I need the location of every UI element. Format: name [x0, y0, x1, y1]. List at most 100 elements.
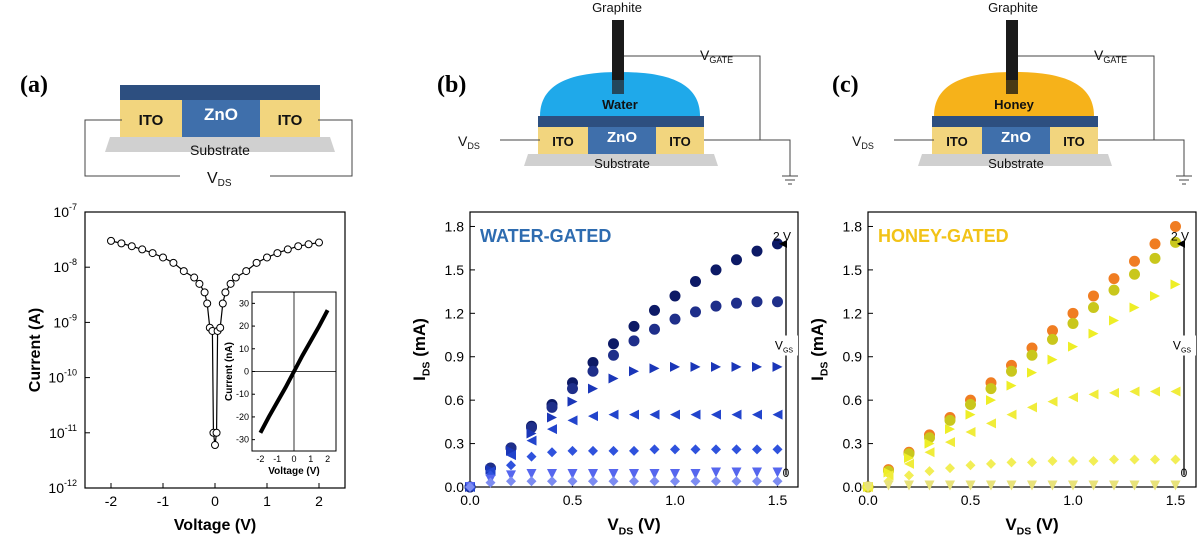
data-point	[1027, 457, 1037, 468]
data-point	[945, 480, 955, 491]
chart-title: HONEY-GATED	[878, 226, 1009, 246]
data-point	[904, 453, 914, 464]
data-point	[506, 450, 516, 461]
data-point	[1109, 387, 1119, 398]
x-tick-label: 0.5	[961, 492, 981, 508]
data-point	[710, 264, 722, 276]
data-point	[711, 409, 721, 420]
zno-label: ZnO	[607, 129, 637, 146]
ground-icon	[1176, 175, 1192, 185]
data-point	[731, 444, 742, 455]
ito-left-electrode	[932, 127, 982, 154]
y-tick-label: 10-9	[53, 312, 77, 330]
data-point	[986, 458, 996, 469]
data-point	[1129, 454, 1140, 465]
y-tick-label: 1.5	[445, 262, 465, 278]
series-1	[862, 236, 1181, 493]
series-1	[464, 296, 783, 493]
data-point	[1149, 238, 1161, 250]
y-tick-label: 1.2	[843, 305, 863, 321]
data-point	[1088, 455, 1099, 466]
data-point	[710, 300, 722, 312]
data-point	[567, 396, 578, 407]
data-point	[1170, 480, 1181, 491]
x-tick-label: 1.0	[665, 492, 685, 508]
data-point	[772, 409, 783, 420]
inset-x-tick-label: 2	[325, 454, 330, 464]
inset-y-tick-label: -10	[236, 389, 249, 399]
inset-y-axis-label: Current (nA)	[224, 342, 235, 401]
data-point	[1006, 365, 1017, 377]
data-point	[690, 468, 701, 479]
data-point	[588, 445, 598, 456]
inset-x-tick-label: -2	[256, 454, 264, 464]
data-point	[567, 415, 578, 426]
y-tick-label: 10-8	[53, 257, 77, 275]
data-point	[772, 476, 783, 487]
ito-right-electrode	[1050, 127, 1098, 154]
inset-x-tick-label: -1	[273, 454, 281, 464]
data-point	[985, 383, 997, 395]
data-point	[670, 468, 680, 479]
data-point	[690, 275, 701, 287]
x-tick-label: 1	[263, 493, 271, 509]
data-point	[588, 468, 598, 479]
data-point	[1170, 386, 1181, 397]
graphite-electrode	[1006, 20, 1018, 94]
y-axis-label: IDS (mA)	[808, 318, 830, 381]
data-point	[567, 476, 578, 487]
data-point	[1129, 268, 1140, 280]
ito-right-label: ITO	[278, 112, 303, 129]
data-point	[304, 240, 313, 249]
x-axis-label: VDS (V)	[607, 515, 660, 537]
data-point	[924, 447, 935, 458]
data-point	[148, 249, 157, 258]
zno-channel	[182, 100, 260, 137]
data-point	[1067, 317, 1079, 329]
data-point	[1088, 328, 1099, 339]
data-point	[1027, 367, 1037, 378]
inset-y-tick-label: -30	[236, 435, 249, 445]
data-point	[690, 476, 701, 487]
data-point	[1108, 273, 1120, 285]
data-point	[731, 297, 742, 309]
data-point	[986, 480, 996, 491]
arrow-top-label: 2 V	[1171, 230, 1189, 244]
data-point	[547, 468, 557, 479]
data-point	[629, 468, 639, 479]
x-axis-label: VDS (V)	[1005, 515, 1058, 537]
series-5	[863, 480, 1181, 492]
data-point	[107, 236, 115, 245]
y-tick-label: 1.8	[843, 218, 863, 234]
data-point	[1149, 252, 1161, 264]
data-point	[1108, 284, 1120, 296]
inset-y-tick-label: -20	[236, 412, 249, 422]
data-point	[283, 245, 292, 254]
data-point	[547, 412, 557, 423]
x-tick-label: 1.5	[768, 492, 788, 508]
series-6	[465, 476, 783, 492]
arrow-mid-label: VGS	[1173, 339, 1191, 355]
data-point	[1047, 354, 1058, 365]
data-point	[883, 470, 894, 481]
data-point	[547, 447, 557, 458]
data-point	[588, 383, 598, 394]
data-point	[731, 254, 742, 266]
data-point	[1109, 480, 1119, 491]
ito-left-electrode	[120, 100, 182, 137]
data-point	[221, 288, 230, 297]
data-point	[608, 476, 619, 487]
panel-c-label: (c)	[832, 72, 859, 98]
data-point	[1006, 380, 1017, 391]
data-point	[203, 299, 212, 308]
inset-y-tick-label: 30	[239, 298, 249, 308]
y-tick-label: 0.3	[445, 436, 465, 452]
x-tick-label: -2	[105, 493, 118, 509]
water-label: Water	[602, 97, 638, 112]
data-point	[218, 299, 227, 308]
data-point	[567, 468, 578, 479]
data-point	[506, 476, 516, 487]
data-point	[944, 414, 956, 426]
inset-iv-line	[258, 309, 330, 434]
data-point	[159, 253, 167, 262]
